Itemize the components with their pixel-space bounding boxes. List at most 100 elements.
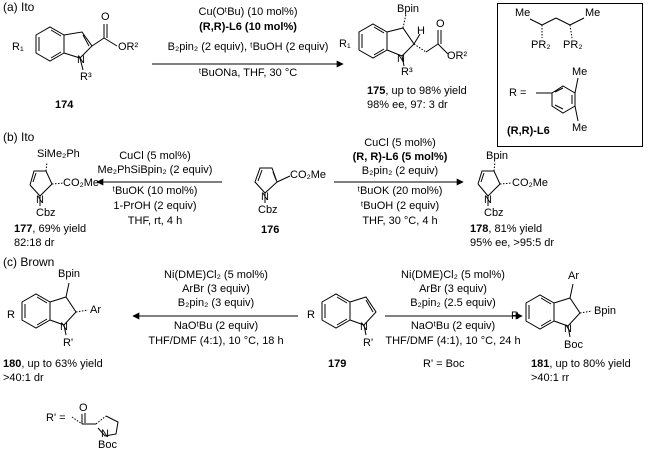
atom-label: CO₂Me [512, 177, 549, 189]
product-selectivity-177: 82:18 dr [14, 237, 55, 249]
atom-label: Cbz [258, 204, 278, 216]
cond-c-right-reagent: B₂pin₂ (2.5 equiv) [410, 297, 496, 309]
atom-label: O [101, 11, 110, 23]
atom-label: Ar [568, 270, 579, 282]
section-label-b: (b) Ito [3, 130, 35, 144]
atom-label: R [511, 310, 519, 322]
atom-label: N [77, 54, 85, 66]
atom-label: N [564, 323, 572, 335]
atom-label: N [36, 194, 44, 206]
atom-label: R₁ [339, 38, 351, 50]
cond-b-left-solvent: THF, rt, 4 h [127, 215, 183, 227]
cond-a-base: ᵗBuONa, THF, 30 °C [198, 67, 298, 79]
atom-label: H [417, 25, 425, 37]
cond-b-left-reagent: Me₂PhSiBpin₂ (2 equiv) [97, 164, 213, 176]
cond-b-right-catalyst: CuCl (5 mol%) [364, 137, 436, 149]
cond-b-right-additive: ᵗBuOH (2 equiv) [360, 200, 440, 212]
atom-label: O [79, 402, 88, 414]
atom-label: Cbz [484, 207, 504, 219]
atom-label: R³ [401, 66, 413, 78]
atom-label: Boc [564, 339, 583, 351]
structure-178 [477, 161, 513, 206]
atom-label: Boc [98, 439, 117, 451]
atom-label: Bpin [58, 268, 81, 280]
structure-175 [358, 13, 449, 67]
product-selectivity-175: 98% ee, 97: 3 dr [367, 99, 448, 111]
atom-label: CO₂Me [290, 169, 327, 181]
structure-176 [254, 167, 291, 203]
atom-label: OR² [118, 41, 139, 53]
compound-number: 174 [55, 99, 74, 111]
atom-label: R₁ [12, 41, 24, 53]
product-yield-177: 177, 69% yield [14, 223, 87, 235]
cond-c-left-solvent: THF/DMF (4:1), 10 °C, 18 h [148, 335, 284, 347]
atom-label: SiMe₂Ph [37, 148, 80, 160]
cond-c-right-catalyst: Ni(DME)Cl₂ (5 mol%) [401, 269, 505, 281]
atom-label: PR₂ [563, 39, 583, 51]
product-yield-180: 180, up to 63% yield [3, 358, 103, 370]
structure-r-prime-prolinyl [71, 413, 119, 437]
atom-label: R' [363, 337, 374, 349]
cond-b-left-catalyst: CuCl (5 mol%) [119, 150, 191, 162]
atom-label: Bpin [486, 150, 509, 162]
cond-b-right-solvent: THF, 30 °C, 4 h [362, 215, 438, 227]
cond-a-reagents: B₂pin₂ (2 equiv), ᵗBuOH (2 equiv) [167, 41, 329, 53]
structure-177 [29, 161, 65, 206]
cond-b-right-ligand: (R, R)-L6 (5 mol%) [352, 151, 448, 163]
r-prime-definition: R' = Boc [423, 358, 465, 370]
atom-label: Me [572, 122, 588, 134]
product-yield-178: 178, 81% yield [470, 223, 543, 235]
atom-label: R [307, 309, 315, 321]
atom-label: Me [572, 66, 588, 78]
atom-label: R [7, 309, 15, 321]
atom-label: Ar [90, 304, 101, 316]
structure-180 [21, 282, 89, 336]
structure-174 [35, 24, 118, 71]
cond-c-right-base: NaOᵗBu (2 equiv) [410, 320, 496, 332]
atom-label: Bpin [397, 3, 420, 15]
structure-181 [525, 283, 593, 338]
atom-label: OR² [447, 50, 468, 62]
cond-b-right-reagent: B₂pin₂ (2 equiv) [361, 165, 439, 177]
cond-c-left-catalyst: Ni(DME)Cl₂ (5 mol%) [164, 269, 268, 281]
atom-label: Cbz [36, 207, 56, 219]
cond-b-left-base: ᵗBuOK (10 mol%) [112, 185, 198, 197]
atom-label: PR₂ [531, 39, 551, 51]
ligand-name: (R,R)-L6 [507, 125, 550, 137]
product-selectivity-180: >40:1 dr [3, 372, 44, 384]
cond-c-right-arbr: ArBr (3 equiv) [419, 283, 487, 295]
atom-label: Bpin [594, 305, 617, 317]
section-label-a: (a) Ito [3, 0, 35, 14]
cond-c-left-arbr: ArBr (3 equiv) [182, 283, 250, 295]
atom-label: N [101, 428, 109, 440]
atom-label: CO₂Me [63, 177, 100, 189]
atom-label: R³ [80, 71, 92, 83]
structure-ligand-l6 [529, 17, 585, 122]
compound-number: 179 [328, 358, 347, 370]
cond-a-ligand: (R,R)-L6 (10 mol%) [199, 21, 297, 33]
atom-label: Me [585, 7, 601, 19]
section-label-c: (c) Brown [3, 255, 55, 269]
atom-label: R' = [46, 412, 66, 424]
atom-label: R' [63, 337, 74, 349]
cond-b-left-additive: 1-PrOH (2 equiv) [113, 200, 197, 212]
product-yield-181: 181, up to 80% yield [531, 358, 631, 370]
ligand-box [497, 3, 643, 147]
atom-label: N [484, 194, 492, 206]
cond-b-right-base: ᵗBuOK (20 mol%) [357, 185, 443, 197]
product-yield-175: 175, up to 98% yield [367, 85, 467, 97]
atom-label: N [360, 321, 368, 333]
atom-label: N [261, 191, 269, 203]
cond-c-left-reagent: B₂pin₂ (3 equiv) [177, 297, 255, 309]
atom-label: N [397, 53, 405, 65]
cond-c-right-solvent: THF/DMF (4:1), 10 °C, 24 h [385, 335, 521, 347]
cond-a-catalyst: Cu(OᵗBu) (10 mol%) [198, 6, 298, 18]
compound-number: 176 [261, 224, 280, 236]
atom-label: O [436, 18, 445, 30]
cond-c-left-base: NaOᵗBu (2 equiv) [173, 320, 259, 332]
atom-label: N [60, 321, 68, 333]
atom-label: Me [515, 7, 531, 19]
product-selectivity-181: >40:1 rr [531, 372, 570, 384]
